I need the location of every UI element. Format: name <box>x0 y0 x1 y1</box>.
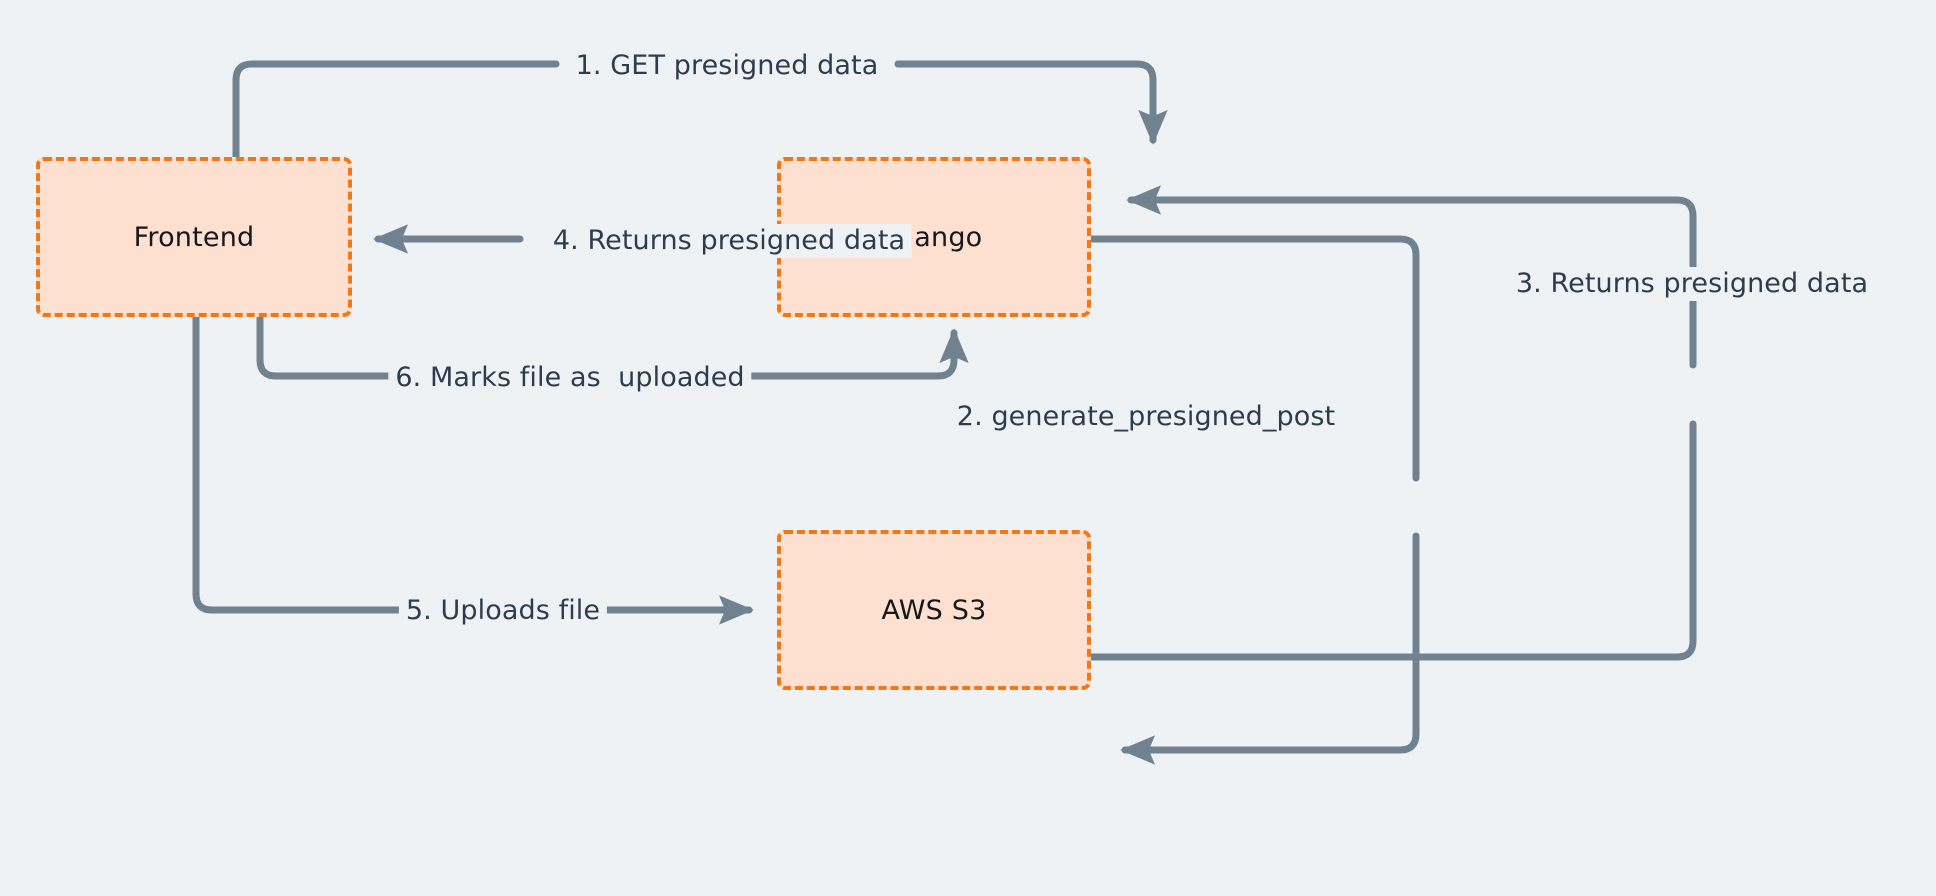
node-frontend[interactable]: Frontend <box>36 157 352 317</box>
edge-label-4: 4. Returns presigned data <box>545 224 913 258</box>
edge-path-6a <box>256 313 407 380</box>
edge-path-6b <box>730 328 969 380</box>
edge-path-1a <box>232 60 560 161</box>
edge-label-3: 3. Returns presigned data <box>1508 267 1876 301</box>
edge-path-1b <box>894 60 1168 145</box>
edge-path-5a <box>192 313 408 614</box>
edge-label-2: 2. generate_presigned_post <box>949 400 1343 434</box>
edge-path-3a <box>1087 420 1697 661</box>
edge-path-2b <box>1120 532 1420 765</box>
edge-path-3b <box>1126 185 1697 369</box>
node-frontend-label: Frontend <box>133 221 255 253</box>
edge-path-2a <box>1087 235 1420 482</box>
edge-label-5: 5. Uploads file <box>398 594 608 628</box>
edge-label-6: 6. Marks file as uploaded <box>388 361 752 395</box>
edge-label-1: 1. GET presigned data <box>568 49 886 83</box>
node-aws-s3[interactable]: AWS S3 <box>777 530 1091 690</box>
node-aws-s3-label: AWS S3 <box>881 594 987 626</box>
